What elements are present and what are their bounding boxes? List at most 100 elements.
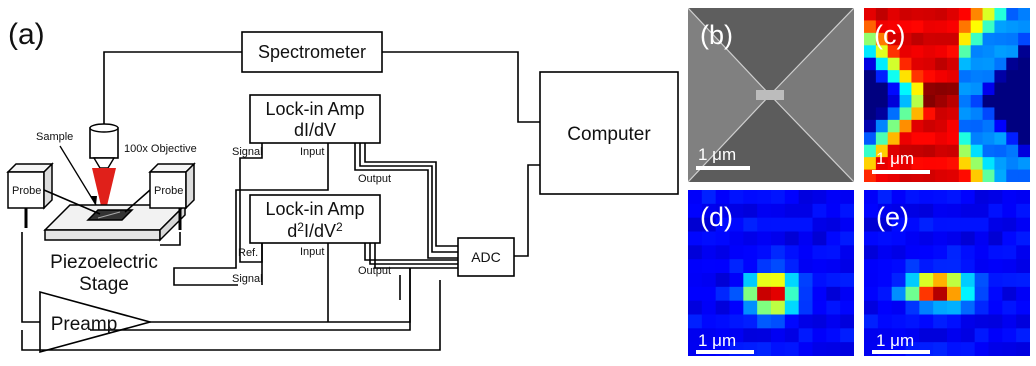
heatmap-pixel [892,315,906,329]
heatmap-pixel [947,232,961,246]
heatmap-pixel [971,145,983,158]
heatmap-pixel [1016,301,1030,315]
heatmap-pixel [785,315,799,329]
panel-b-label: (b) [700,20,733,50]
heatmap-pixel [771,190,785,204]
heatmap-pixel [892,287,906,301]
heatmap-pixel [1006,70,1018,83]
heatmap-pixel [757,342,771,356]
heatmap-pixel [716,287,730,301]
heatmap-pixel [826,204,840,218]
heatmap-pixel [1002,315,1016,329]
heatmap-pixel [947,120,959,133]
heatmap-pixel [1002,232,1016,246]
lockin-amp-2-title: Lock-in Amp [265,199,364,219]
objective-label: 100x Objective [124,143,197,155]
heatmap-pixel [959,145,971,158]
heatmap-pixel [1016,218,1030,232]
heatmap-pixel [971,120,983,133]
heatmap-pixel [900,83,912,96]
heatmap-pixel [971,20,983,33]
piezo-label-line1: Piezoelectric [50,252,158,273]
heatmap-pixel [947,83,959,96]
heatmap-pixel [975,245,989,259]
lockin-amp-1-title: Lock-in Amp [265,99,364,119]
heatmap-pixel [906,301,920,315]
heatmap-pixel [935,70,947,83]
heatmap-pixel [947,107,959,120]
heatmap-pixel [933,218,947,232]
heatmap-pixel [771,259,785,273]
heatmap-pixel [971,132,983,145]
heatmap-pixel [923,58,935,71]
heatmap-pixel [1016,287,1030,301]
heatmap-pixel [1006,45,1018,58]
heatmap-pixel [983,95,995,108]
heatmap-pixel [975,328,989,342]
heatmap-pixel [1018,83,1030,96]
heatmap-pixel [799,342,813,356]
heatmap-pixel [919,232,933,246]
heatmap-pixel [906,287,920,301]
heatmap-pixel [906,315,920,329]
lockin1-output-label: Output [358,173,391,185]
heatmap-pixel [840,315,854,329]
heatmap-pixel [878,273,892,287]
heatmap-pixel [935,33,947,46]
heatmap-pixel [1018,145,1030,158]
panel-e-label: (e) [876,202,909,232]
heatmap-pixel [840,328,854,342]
heatmap-pixel [947,245,961,259]
heatmap-pixel [933,232,947,246]
heatmap-pixel [1016,328,1030,342]
heatmap-pixel [975,190,989,204]
heatmap-pixel [876,95,888,108]
heatmap-pixel [785,218,799,232]
heatmap-pixel [1018,33,1030,46]
heatmap-pixel [994,132,1006,145]
heatmap-pixel [947,70,959,83]
heatmap-pixel [935,120,947,133]
heatmap-pixel [935,107,947,120]
heatmap-pixel [688,259,702,273]
heatmap-pixel [743,218,757,232]
heatmap-pixel [840,245,854,259]
heatmap-pixel [757,245,771,259]
heatmap-pixel [947,315,961,329]
heatmap-pixel [864,301,878,315]
heatmap-pixel [878,232,892,246]
heatmap-pixel [959,157,971,170]
heatmap-pixel [971,45,983,58]
heatmap-pixel [702,301,716,315]
heatmap-pixel [961,259,975,273]
heatmap-pixel [813,218,827,232]
heatmap-pixel [947,204,961,218]
heatmap-pixel [989,328,1003,342]
heatmap-pixel [757,259,771,273]
heatmap-pixel [971,70,983,83]
lockin1-signal-label: Signal [232,146,263,158]
heatmap-pixel [923,132,935,145]
scale-bar-c [872,170,930,174]
heatmap-pixel [911,45,923,58]
heatmap-pixel [730,287,744,301]
heatmap-pixel [840,287,854,301]
heatmap-pixel [771,328,785,342]
heatmap-pixel [975,259,989,273]
heatmap-pixel [935,170,947,183]
heatmap-pixel [989,301,1003,315]
heatmap-pixel [923,33,935,46]
heatmap-pixel [961,190,975,204]
heatmap-pixel [1006,170,1018,183]
heatmap-pixel [971,83,983,96]
heatmap-pixel [888,83,900,96]
heatmap-pixel [743,232,757,246]
heatmap-pixel [1006,95,1018,108]
heatmap-pixel [933,273,947,287]
heatmap-pixel [716,245,730,259]
heatmap-pixel [785,204,799,218]
heatmap-pixel [933,259,947,273]
lockin2-input-label: Input [300,246,324,258]
heatmap-pixel [1018,95,1030,108]
heatmap-pixel [947,342,961,356]
